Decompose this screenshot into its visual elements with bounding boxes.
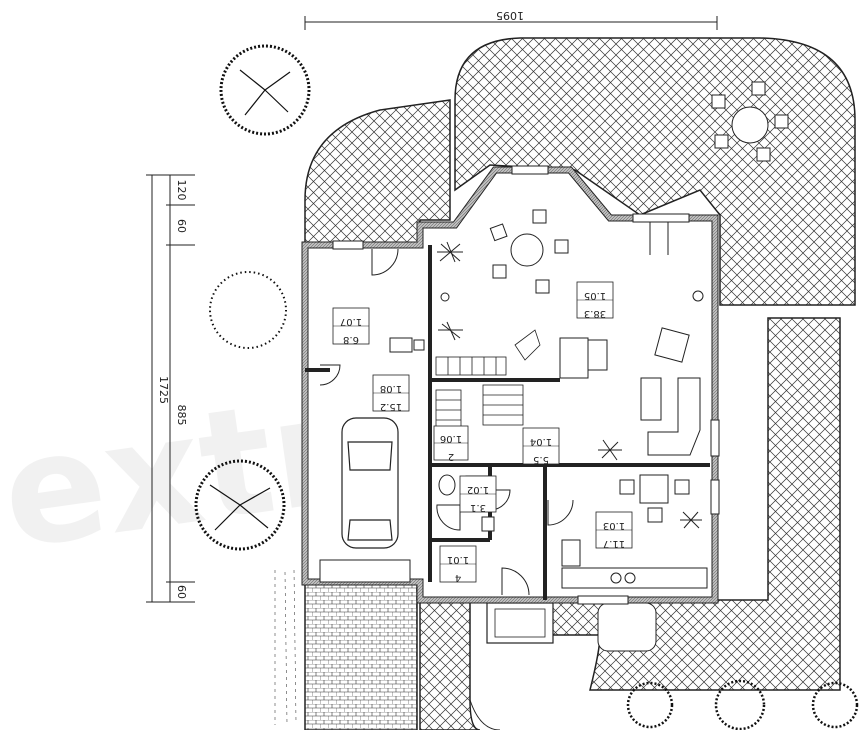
dimension-label-left-total: 1725 — [157, 376, 170, 404]
room-id: 1.01 — [447, 554, 469, 565]
boiler-icon — [389, 337, 425, 353]
patio-table-icon — [711, 81, 789, 162]
room-id: 1.04 — [530, 436, 552, 447]
room-area: 11.7 — [603, 538, 625, 549]
plant-icons — [437, 241, 704, 529]
top-dimension — [304, 16, 718, 30]
room-area: 5.5 — [533, 454, 549, 465]
room-id: 1.03 — [603, 520, 625, 531]
room-area: 2 — [448, 451, 454, 462]
living-furniture — [559, 327, 701, 456]
room-id: 1.06 — [440, 433, 462, 444]
windows — [319, 165, 720, 605]
room-label-1.03: 1.03 11.7 — [595, 511, 633, 549]
driveway — [268, 568, 418, 730]
room-label-1.02: 1.02 3.1 — [459, 475, 497, 513]
room-id: 1.05 — [584, 290, 606, 301]
entrance-steps — [486, 602, 657, 652]
dimension-label-segment-2: 60 — [175, 219, 188, 233]
dimension-label-left-inner: 885 — [175, 405, 188, 426]
room-area: 3.1 — [470, 502, 486, 513]
room-label-1.06: 1.06 2 — [433, 425, 469, 462]
room-label-1.08: 1.08 15.2 — [372, 374, 410, 412]
room-id: 1.07 — [340, 316, 362, 327]
room-label-1.01: 1.01 4 — [439, 545, 477, 583]
room-area: 38.3 — [584, 308, 606, 319]
room-area: 6.8 — [343, 334, 359, 345]
room-label-1.05: 1.05 38.3 — [576, 281, 614, 319]
room-id: 1.08 — [380, 383, 402, 394]
doors — [319, 222, 669, 596]
tree-icons — [194, 44, 859, 730]
top-right-terrace — [454, 37, 856, 306]
room-label-1.04: 1.04 5.5 — [522, 427, 560, 465]
car-icon — [341, 417, 399, 549]
room-area: 4 — [455, 572, 461, 583]
kitchen-furniture — [561, 474, 708, 589]
room-label-1.07: 1.07 6.8 — [332, 307, 370, 345]
dimension-label-segment-3: 60 — [175, 585, 188, 599]
dimension-label-segment-1: 120 — [175, 180, 188, 201]
dining-table-icon — [489, 209, 569, 294]
room-area: 15.2 — [380, 401, 402, 412]
room-id: 1.02 — [467, 484, 489, 495]
left-dimension — [146, 174, 195, 603]
dimension-label-top-width: 1095 — [496, 9, 524, 22]
staircase — [435, 329, 541, 431]
left-terrace — [304, 99, 451, 246]
